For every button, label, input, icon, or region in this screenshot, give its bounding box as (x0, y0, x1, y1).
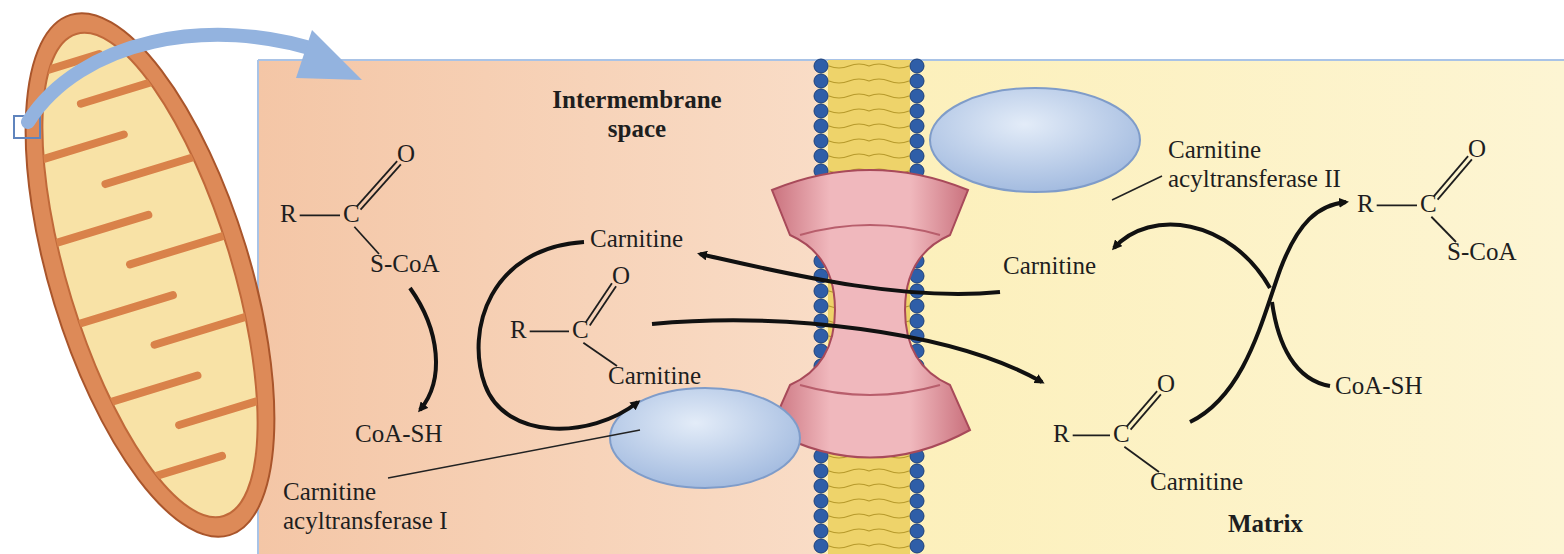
atom-symbol: R (510, 316, 527, 345)
bond-line (586, 283, 612, 322)
atom-symbol: O (1468, 135, 1486, 164)
atom-symbol: O (397, 140, 415, 169)
bond-line (300, 214, 340, 216)
bond-line (361, 164, 401, 209)
text-label: CoA-SH (355, 420, 443, 449)
bond-line (1131, 394, 1161, 429)
bond-line (1377, 204, 1417, 206)
atom-symbol: R (1357, 190, 1374, 219)
atom-symbol: C (1113, 420, 1130, 449)
bond-line (590, 286, 616, 325)
text-label: S-CoA (370, 250, 439, 279)
atom-symbol: R (280, 200, 297, 229)
bond-line (357, 161, 397, 206)
atom-symbol: C (1420, 190, 1437, 219)
atom-symbol: C (572, 316, 589, 345)
text-label: Carnitine (1003, 252, 1096, 281)
text-label: Matrix (1228, 510, 1303, 539)
bond-line (354, 227, 379, 254)
text-label: Carnitine acyltransferase II (1168, 136, 1378, 194)
atom-symbol: O (1157, 370, 1175, 399)
atom-symbol: O (612, 262, 630, 291)
atom-symbol: C (343, 200, 360, 229)
text-label: Carnitine (608, 362, 701, 391)
atom-symbol: R (1053, 420, 1070, 449)
text-label: Carnitine (1150, 468, 1243, 497)
bond-line (1073, 434, 1110, 436)
text-label: Intermembrane space (522, 86, 752, 144)
text-label: CoA-SH (1335, 372, 1423, 401)
bond-line (1127, 391, 1157, 426)
bond-line (530, 330, 569, 332)
text-label: Carnitine (590, 225, 683, 254)
bond-line (1434, 156, 1468, 196)
text-label: Carnitine acyltransferase I (283, 478, 478, 536)
text-label: S-CoA (1447, 238, 1516, 267)
bond-line (1438, 159, 1472, 199)
